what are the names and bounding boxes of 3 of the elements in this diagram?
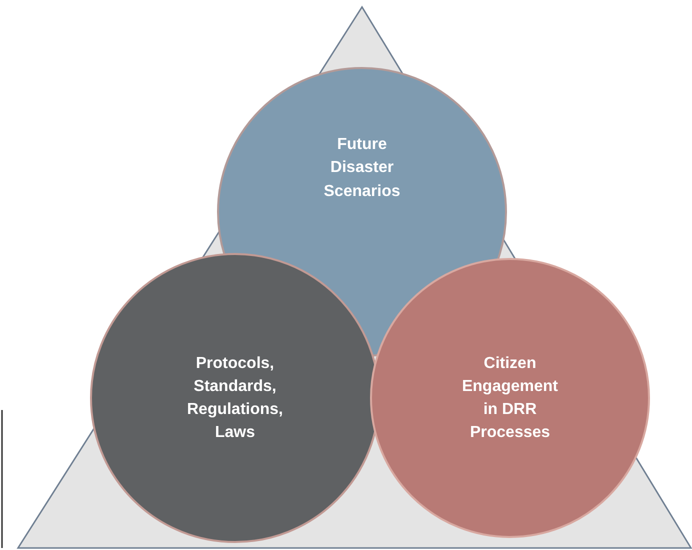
node-label: Future Disaster Scenarios <box>322 135 402 202</box>
node-label: Citizen Engagement in DRR Processes <box>460 354 559 444</box>
node-label: Protocols, Standards, Regulations, Laws <box>186 354 284 444</box>
